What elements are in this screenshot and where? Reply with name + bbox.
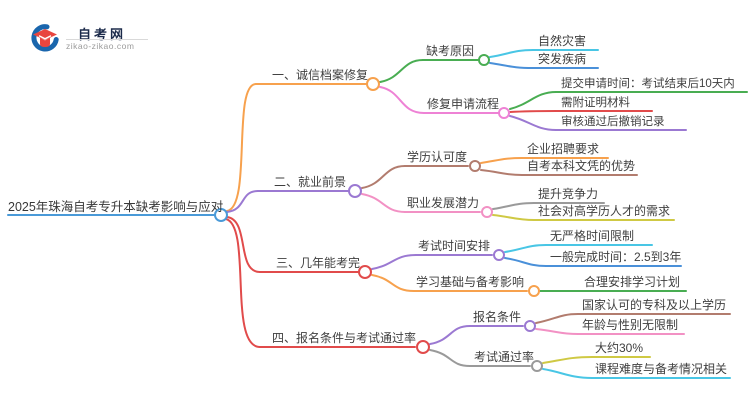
branch-2-employment-prospects[interactable]: 二、就业前景 bbox=[274, 175, 347, 189]
leaf-competitiveness[interactable]: 提升竞争力 bbox=[538, 187, 599, 201]
node-exam-schedule[interactable]: 考试时间安排 bbox=[418, 239, 491, 253]
leaf-no-strict-time-limit[interactable]: 无严格时间限制 bbox=[550, 229, 635, 243]
leaf-recruitment-requirements[interactable]: 企业招聘要求 bbox=[527, 142, 600, 156]
leaf-study-plan[interactable]: 合理安排学习计划 bbox=[584, 275, 681, 289]
node-career-potential-toggle[interactable] bbox=[481, 206, 493, 218]
leaf-course-difficulty[interactable]: 课程难度与备考情况相关 bbox=[595, 362, 728, 376]
node-study-basis-toggle[interactable] bbox=[528, 285, 540, 297]
branch-4-requirements-pass-rate[interactable]: 四、报名条件与考试通过率 bbox=[272, 331, 417, 345]
leaf-about-30-percent[interactable]: 大约30% bbox=[595, 341, 644, 355]
node-registration-requirements[interactable]: 报名条件 bbox=[473, 310, 522, 324]
node-pass-rate[interactable]: 考试通过率 bbox=[474, 350, 535, 364]
leaf-society-demand[interactable]: 社会对高学历人才的需求 bbox=[538, 204, 671, 218]
node-degree-recognition-toggle[interactable] bbox=[469, 160, 481, 172]
logo-title: 自考网 bbox=[78, 27, 127, 42]
leaf-self-exam-diploma-advantage[interactable]: 自考本科文凭的优势 bbox=[527, 159, 636, 173]
leaf-proof-materials[interactable]: 需附证明材料 bbox=[561, 97, 630, 109]
node-exam-schedule-toggle[interactable] bbox=[493, 249, 505, 261]
node-career-potential[interactable]: 职业发展潜力 bbox=[407, 196, 480, 210]
logo-subtitle: zikao-zikao.com bbox=[66, 41, 135, 51]
branch-4-toggle[interactable] bbox=[416, 340, 430, 354]
node-repair-application-process[interactable]: 修复申请流程 bbox=[427, 97, 500, 111]
leaf-no-age-gender-limit[interactable]: 年龄与性别无限制 bbox=[582, 318, 679, 332]
leaf-natural-disaster[interactable]: 自然灾害 bbox=[538, 34, 587, 48]
branch-1-toggle[interactable] bbox=[366, 77, 380, 91]
root-node-toggle[interactable] bbox=[214, 208, 228, 222]
branch-3-toggle[interactable] bbox=[358, 265, 372, 279]
node-degree-recognition[interactable]: 学历认可度 bbox=[407, 150, 468, 164]
leaf-submit-time[interactable]: 提交申请时间：考试结束后10天内 bbox=[561, 78, 735, 90]
node-absence-reasons[interactable]: 缺考原因 bbox=[426, 44, 475, 58]
leaf-typical-duration[interactable]: 一般完成时间：2.5到3年 bbox=[550, 250, 682, 264]
leaf-recognized-degree[interactable]: 国家认可的专科及以上学历 bbox=[582, 298, 727, 312]
graduation-cap-logo-icon bbox=[31, 24, 59, 52]
leaf-sudden-illness[interactable]: 突发疾病 bbox=[538, 52, 587, 66]
node-absence-reasons-toggle[interactable] bbox=[478, 54, 490, 66]
node-registration-requirements-toggle[interactable] bbox=[524, 320, 536, 332]
branch-3-years-to-complete[interactable]: 三、几年能考完 bbox=[276, 256, 361, 270]
node-repair-process-toggle[interactable] bbox=[498, 107, 510, 119]
node-study-basis-impact[interactable]: 学习基础与备考影响 bbox=[416, 275, 525, 289]
site-logo[interactable]: 自考网 zikao-zikao.com bbox=[30, 20, 160, 56]
logo-divider bbox=[66, 39, 148, 40]
node-pass-rate-toggle[interactable] bbox=[531, 360, 543, 372]
root-node[interactable]: 2025年珠海自考专升本缺考影响与应对 bbox=[8, 200, 224, 214]
branch-1-integrity-file-repair[interactable]: 一、诚信档案修复 bbox=[272, 68, 369, 82]
leaf-revoke-record[interactable]: 审核通过后撤销记录 bbox=[561, 116, 665, 128]
branch-2-toggle[interactable] bbox=[348, 184, 362, 198]
